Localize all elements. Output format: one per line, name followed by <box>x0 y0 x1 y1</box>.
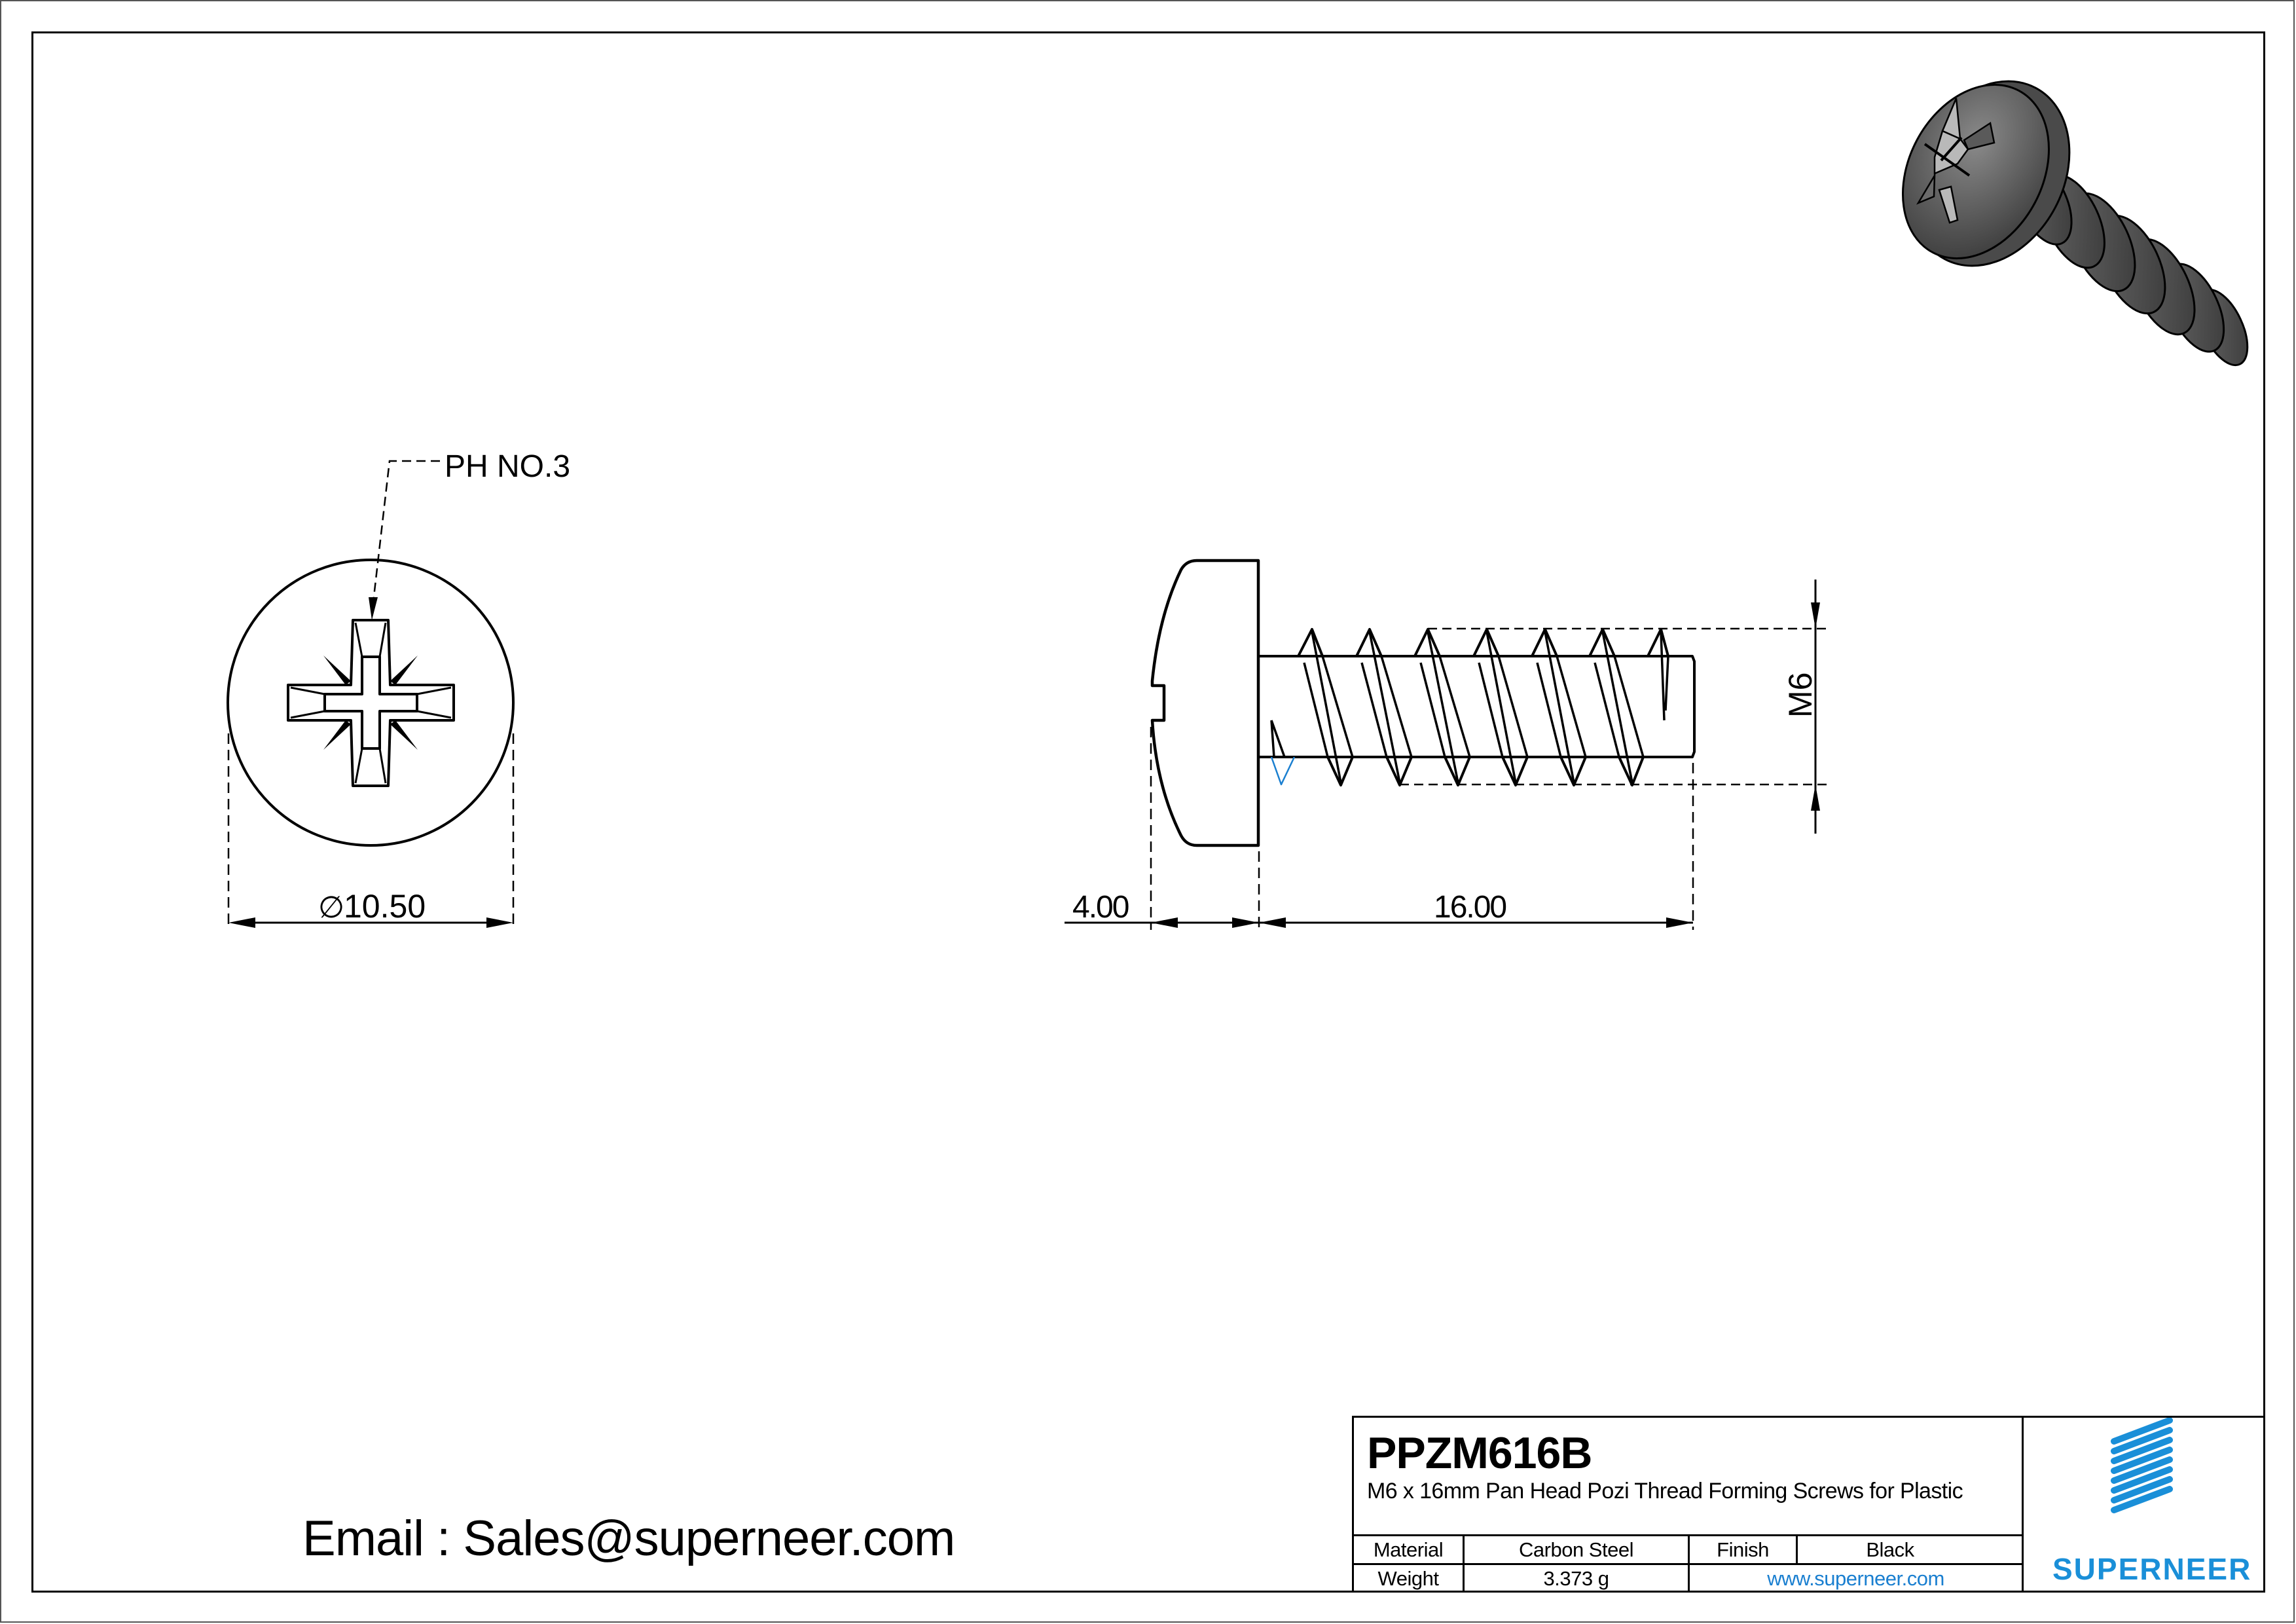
head-height-value: 4.00 <box>1072 890 1129 925</box>
side-view <box>1065 559 1827 930</box>
website-link[interactable]: www.superneer.com <box>1688 1565 2022 1593</box>
recess-callout-label: PH NO.3 <box>445 449 570 484</box>
part-description: M6 x 16mm Pan Head Pozi Thread Forming S… <box>1367 1479 1963 1504</box>
thread-helix-lines <box>1303 631 1669 783</box>
material-finish-row: Material Carbon Steel Finish Black <box>1354 1534 2022 1564</box>
finish-label: Finish <box>1688 1536 1796 1564</box>
top-view <box>227 460 515 930</box>
screw-3d-render-image <box>1902 80 2249 367</box>
length-value: 16.00 <box>1434 890 1506 925</box>
thread-profile-top <box>1297 628 1669 657</box>
material-value: Carbon Steel <box>1463 1536 1688 1564</box>
thread-size-label: M6 <box>1782 673 1819 718</box>
drawing-frame <box>31 31 2265 1593</box>
part-number: PPZM616B <box>1367 1428 1592 1478</box>
diameter-value: 10.50 <box>344 888 426 925</box>
pozi-spikes-icon <box>323 655 418 750</box>
title-block-logo: SUPERNEER <box>2022 1418 2265 1593</box>
thread-profile-bottom <box>1326 756 1645 786</box>
weight-value: 3.373 g <box>1463 1565 1688 1593</box>
title-block-main: PPZM616B M6 x 16mm Pan Head Pozi Thread … <box>1354 1418 2022 1593</box>
title-block: PPZM616B M6 x 16mm Pan Head Pozi Thread … <box>1352 1416 2265 1593</box>
weight-label: Weight <box>1377 1567 1439 1590</box>
callout-leader <box>372 460 440 603</box>
superneer-logo-icon <box>2111 1417 2173 1513</box>
pozi-recess-outer-icon <box>287 619 455 787</box>
brand-name: SUPERNEER <box>2052 1552 2252 1586</box>
weight-row: Weight 3.373 g www.superneer.com <box>1354 1563 2022 1593</box>
contact-email: Email : Sales@superneer.com <box>302 1511 955 1566</box>
material-label: Material <box>1373 1538 1444 1561</box>
pan-head-outline <box>1150 559 1260 847</box>
head-outline-circle <box>227 559 515 847</box>
diameter-symbol: ∅ <box>318 890 344 924</box>
finish-value: Black <box>1796 1536 2022 1564</box>
